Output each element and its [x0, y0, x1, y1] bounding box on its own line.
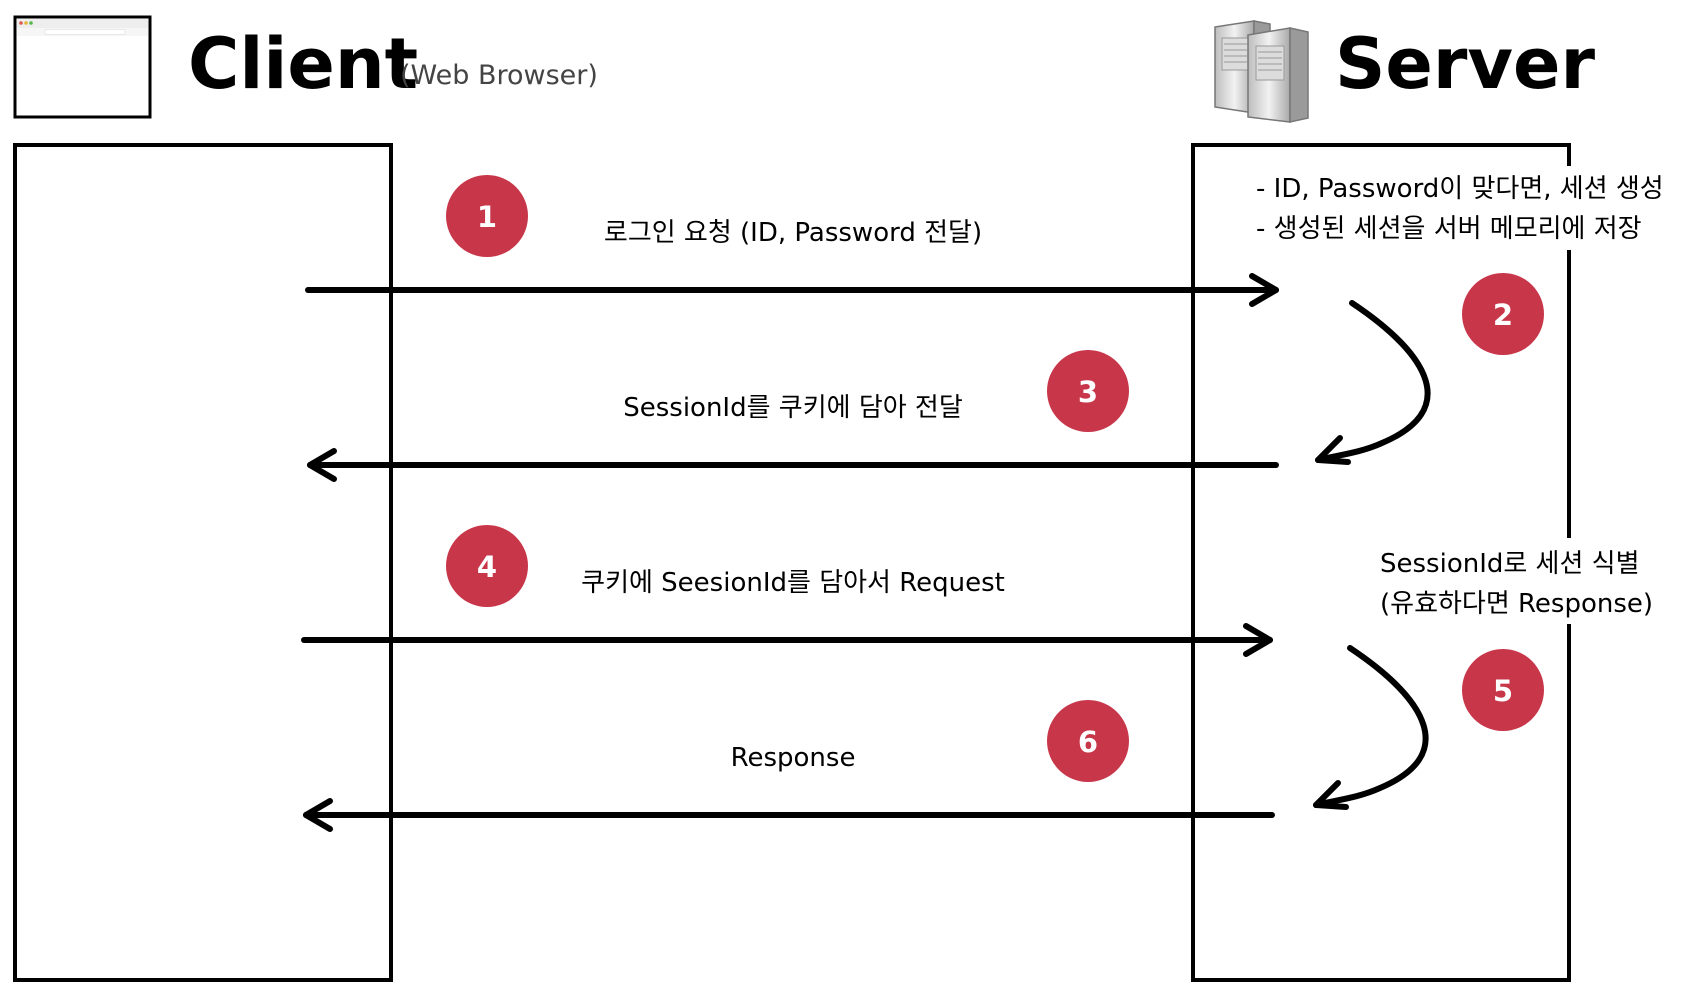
curve-arrow-2-head [1315, 435, 1351, 465]
step-4-label: 쿠키에 SeesionId를 담아서 Request [581, 568, 1005, 598]
curve-arrow-5 [1313, 645, 1429, 808]
step-5-number: 5 [1493, 674, 1513, 708]
step-2-number: 2 [1493, 298, 1513, 332]
client-subtitle: (Web Browser) [400, 60, 598, 91]
curve-arrow-2 [1315, 300, 1431, 463]
step-badge-2: 2 [1462, 273, 1544, 355]
note-5-background [1375, 538, 1575, 624]
step-5-note-line-2: (유효하다면 Response) [1380, 589, 1653, 619]
server-title: Server [1335, 23, 1596, 105]
step-badge-3: 3 [1047, 350, 1129, 432]
step-6-number: 6 [1078, 725, 1098, 759]
server-rack-icon [1214, 20, 1309, 123]
step-4-number: 4 [477, 550, 497, 584]
step-6-label: Response [731, 743, 856, 773]
step-5-note-line-1: SessionId로 세션 식별 [1380, 549, 1640, 579]
arrow-6-head [303, 798, 333, 832]
browser-window-icon [13, 15, 152, 119]
arrow-4-head [1243, 623, 1273, 657]
step-badge-4: 4 [446, 525, 528, 607]
step-2-note-line-2: - 생성된 세션을 서버 메모리에 저장 [1256, 214, 1642, 244]
step-badge-6: 6 [1047, 700, 1129, 782]
step-badge-5: 5 [1462, 649, 1544, 731]
arrow-3-head [307, 448, 337, 482]
step-2-note-line-1: - ID, Password이 맞다면, 세션 생성 [1256, 174, 1664, 204]
step-1-label: 로그인 요청 (ID, Password 전달) [604, 218, 982, 248]
step-3-number: 3 [1078, 375, 1098, 409]
step-1-number: 1 [477, 200, 497, 234]
note-2-background [1250, 166, 1706, 250]
curve-arrow-5-head [1313, 780, 1349, 810]
step-3-label: SessionId를 쿠키에 담아 전달 [623, 393, 963, 423]
arrow-1-head [1249, 273, 1279, 307]
client-title: Client [188, 23, 418, 105]
step-badge-1: 1 [446, 175, 528, 257]
client-lifeline-box [13, 143, 393, 982]
